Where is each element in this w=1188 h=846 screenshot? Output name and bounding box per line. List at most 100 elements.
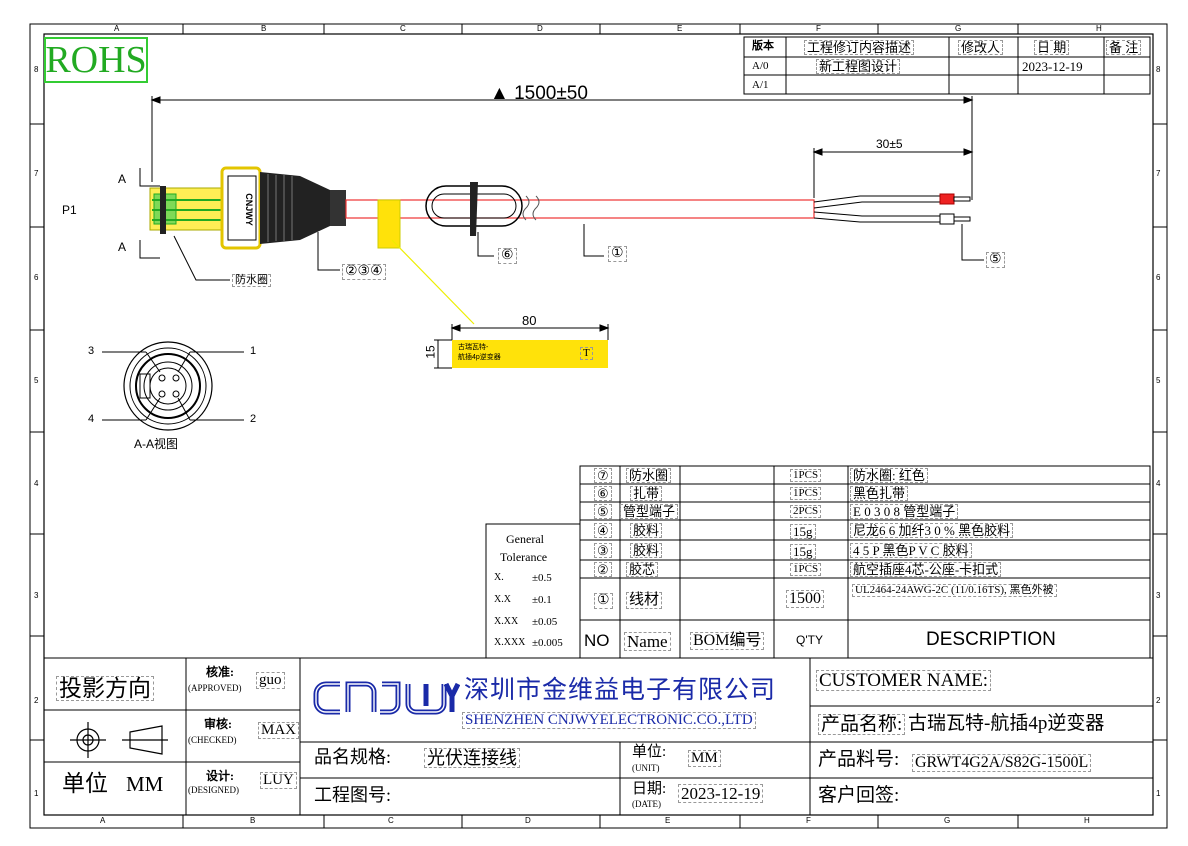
leaders [173, 224, 984, 281]
bom-header-qty: Q'TY [796, 633, 823, 647]
zone-row-1-right: 1 [1156, 789, 1161, 798]
tol-key-4: X.XXX [494, 637, 526, 648]
strip-length-dim: 30±5 [876, 137, 903, 151]
section-view-caption: A-A视图 [134, 437, 179, 451]
bom-name-1: 线材 [626, 592, 663, 609]
zone-row-2-right: 2 [1156, 696, 1161, 705]
inner-frame [43, 33, 1154, 816]
zone-col-c: C [400, 24, 406, 33]
pin-3-label: 3 [88, 345, 95, 357]
zone-row-5-right: 5 [1156, 376, 1161, 385]
zone-col-h: H [1096, 24, 1102, 33]
unit2-label: 单位: [632, 744, 667, 760]
tol-val-2: ±0.1 [532, 594, 552, 606]
connector-brand-mark: CNJWY [243, 193, 254, 226]
rev-row2-version: A/1 [752, 79, 769, 91]
bom-qty-3: 15g [790, 544, 816, 559]
bom-no-2: ② [594, 562, 612, 577]
unit-value: MM [126, 772, 164, 796]
tol-key-3: X.XX [494, 616, 519, 627]
cable [345, 193, 971, 225]
bom-header-no: NO [584, 631, 610, 650]
rev-header-desc: 工程修订内容描述 [804, 40, 915, 55]
tolerance-title-1: General [506, 532, 544, 546]
bom-no-7: ⑦ [594, 468, 612, 483]
zone-col-g-bottom: G [944, 816, 951, 825]
tag-length-dim: 80 [522, 313, 537, 328]
company-name-en: SHENZHEN CNJWYELECTRONIC.CO.,LTD [462, 712, 756, 729]
bom-desc-6: 黑色扎带 [850, 486, 909, 501]
zone-col-h-bottom: H [1084, 816, 1090, 825]
company-logo [313, 681, 460, 715]
unit2-en: (UNIT) [632, 763, 660, 773]
unit2-value: MM [688, 750, 721, 767]
cable-label [377, 199, 401, 249]
bom-no-5: ⑤ [594, 504, 612, 519]
zone-col-c-bottom: C [388, 816, 394, 825]
zone-col-d: D [537, 24, 543, 33]
checked-by: MAX [258, 722, 300, 739]
part-no-value: GRWT4G2A/S82G-1500L [912, 754, 1092, 772]
zone-col-e: E [677, 24, 683, 33]
rev-row1-version: A/0 [752, 60, 769, 72]
zone-row-7-right: 7 [1156, 169, 1161, 178]
tol-val-1: ±0.5 [532, 572, 552, 584]
bom-header-desc: DESCRIPTION [926, 629, 1056, 650]
tol-key-1: X. [494, 572, 504, 583]
rev-row1-desc: 新工程图设计 [816, 59, 901, 74]
drawing-no-label: 工程图号: [314, 785, 392, 805]
designed-by: LUY [260, 772, 297, 789]
zone-row-1: 1 [34, 789, 39, 798]
bom-desc-2: 航空插座4芯-公座-卡扣式 [850, 562, 1002, 577]
tol-key-2: X.X [494, 594, 511, 605]
tag-dimensions [434, 324, 610, 369]
rev-header-date: 日 期 [1034, 40, 1070, 55]
pin-4-label: 4 [88, 413, 95, 425]
callout-6: ⑥ [498, 248, 517, 264]
rev-row1-date: 2023-12-19 [1022, 59, 1083, 74]
customer-reply-label: 客户回签: [818, 785, 900, 806]
bom-qty-5: 2PCS [790, 505, 822, 518]
section-a-bottom: A [118, 240, 127, 254]
approved-label: 核准: [206, 665, 234, 679]
zone-col-f-bottom: F [806, 816, 811, 825]
bom-header-bom: BOM编号 [690, 632, 765, 650]
part-p1-label: P1 [62, 203, 77, 217]
zone-col-a: A [114, 24, 120, 33]
zone-col-f: F [816, 24, 821, 33]
bom-header-name: Name [624, 632, 671, 651]
zone-col-d-bottom: D [525, 816, 531, 825]
designed-label: 设计: [206, 769, 234, 783]
bom-desc-5: E 0 3 0 8 管型端子 [850, 504, 959, 519]
cable-tie [425, 182, 523, 236]
revision-table [743, 36, 1151, 95]
bom-qty-2: 1PCS [790, 563, 822, 576]
zone-row-2: 2 [34, 696, 39, 705]
zone-row-8: 8 [34, 65, 39, 74]
overall-dimension [150, 96, 974, 200]
company-name-cn: 深圳市金维益电子有限公司 [464, 677, 777, 704]
product-name-label: 产品名称: [818, 714, 906, 735]
bom-desc-7: 防水圈: 红色 [850, 468, 928, 483]
bom-name-4: 胶料 [630, 523, 663, 538]
zone-row-4: 4 [34, 479, 39, 488]
spec-label: 品名规格: [314, 747, 392, 767]
part-no-label: 产品料号: [818, 749, 900, 770]
zone-row-5: 5 [34, 376, 39, 385]
bom-desc-3: 4 5 P 黑色P V C 胶料 [850, 543, 972, 558]
zone-row-6-right: 6 [1156, 273, 1161, 282]
date-label: 日期: [632, 781, 667, 797]
bom-name-2: 胶芯 [626, 562, 659, 577]
callout-234: ②③④ [342, 264, 386, 280]
zone-row-3: 3 [34, 591, 39, 600]
section-a-top: A [118, 172, 127, 186]
zone-col-g: G [955, 24, 962, 33]
bom-name-3: 胶料 [630, 543, 663, 558]
rev-header-version: 版本 [752, 40, 774, 52]
zone-col-e-bottom: E [665, 816, 671, 825]
bom-no-4: ④ [594, 523, 612, 538]
seal-callout: 防水圈 [232, 274, 271, 287]
pin-2-label: 2 [250, 413, 257, 425]
tag-mark: T [580, 347, 593, 360]
